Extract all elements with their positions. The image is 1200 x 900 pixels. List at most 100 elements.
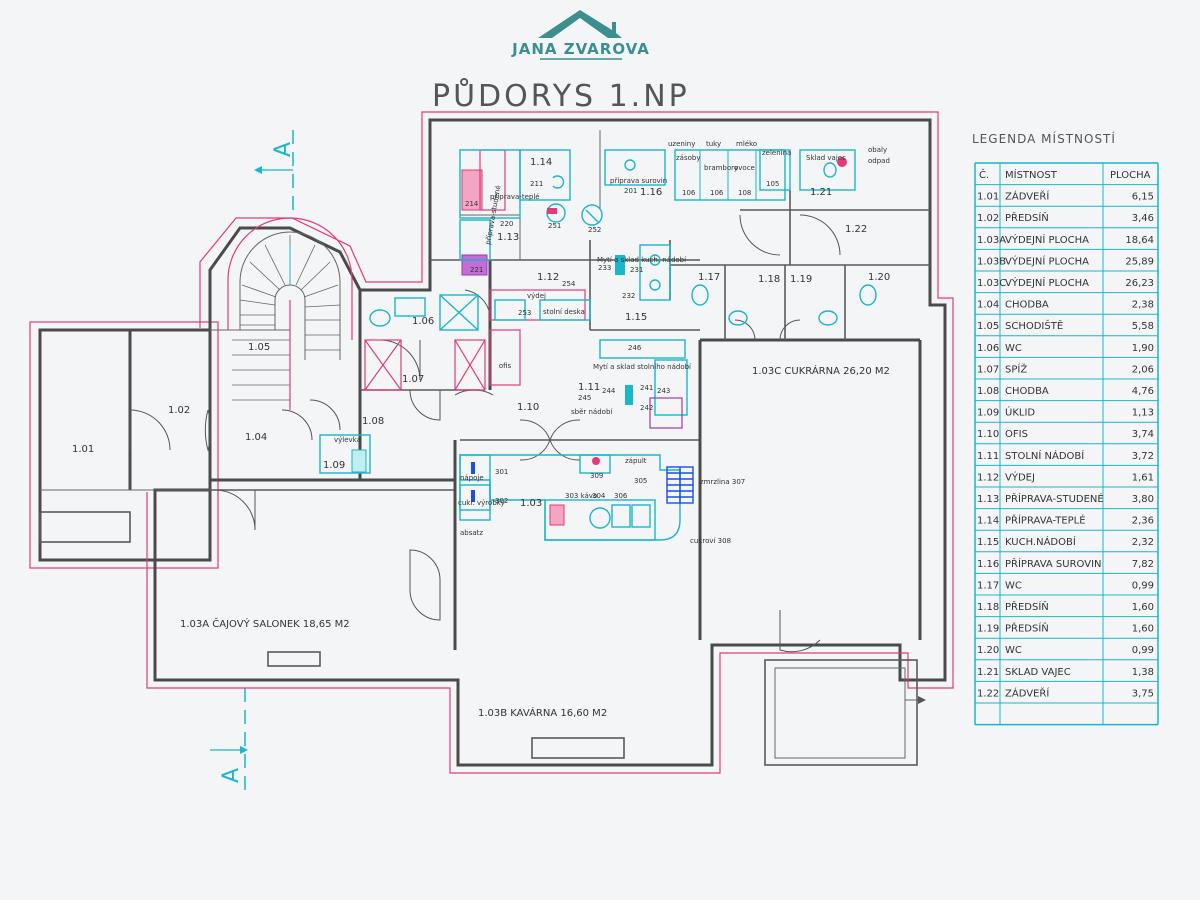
legend-cell-number: 1.05 <box>977 321 999 332</box>
legend-cell-area: 3,75 <box>1132 688 1154 699</box>
fixture-vylevka: výlevka <box>334 436 361 444</box>
legend-cell-area: 3,46 <box>1132 213 1154 224</box>
code-301: 301 <box>495 468 508 476</box>
legend-cell-area: 2,32 <box>1132 537 1154 548</box>
legend-cell-area: 1,60 <box>1132 602 1154 613</box>
legend-cell-room: PŘÍPRAVA-TEPLÉ <box>1005 514 1086 527</box>
legend-cell-number: 1.09 <box>977 408 999 419</box>
room-1-10: 1.10 <box>517 402 539 413</box>
legend-cell-area: 1,60 <box>1132 624 1154 635</box>
code-243: 243 <box>657 387 670 395</box>
kitchen-equipment <box>319 149 877 541</box>
legend-cell-room: WC <box>1005 343 1022 354</box>
legend-cell-area: 0,99 <box>1132 645 1154 656</box>
room-1-03a: 1.03A ČAJOVÝ SALONEK 18,65 M2 <box>180 617 350 630</box>
legend-cell-room: PŘÍPRAVA-STUDENÉ <box>1005 492 1104 505</box>
room-1-11: 1.11 <box>578 382 600 393</box>
legend-cell-room: KUCH.NÁDOBÍ <box>1005 535 1076 548</box>
legend-header-room: MÍSTNOST <box>1005 168 1058 181</box>
legend-cell-area: 25,89 <box>1125 256 1154 267</box>
fixture-priprava-surovin: příprava surovin <box>610 177 667 185</box>
legend-cell-number: 1.20 <box>977 645 999 656</box>
room-1-02: 1.02 <box>168 405 190 416</box>
legend-cell-number: 1.03B <box>977 256 1006 267</box>
room-1-01: 1.01 <box>72 444 94 455</box>
fixture-napoje: nápoje <box>460 474 484 482</box>
section-label-bottom: A <box>219 768 244 783</box>
room-1-20: 1.20 <box>868 272 890 283</box>
legend-cell-room: SKLAD VAJEC <box>1005 667 1071 678</box>
legend-cell-area: 0,99 <box>1132 580 1154 591</box>
room-1-03: 1.03 <box>520 498 542 509</box>
room-1-18: 1.18 <box>758 274 780 285</box>
legend-cell-number: 1.03A <box>977 235 1006 246</box>
code-252: 252 <box>588 226 601 234</box>
shelf-zasoby: zásoby <box>676 154 700 162</box>
staircase <box>227 217 353 410</box>
legend-cell-number: 1.22 <box>977 688 999 699</box>
code-231: 231 <box>630 266 643 274</box>
fixture-zapult: zápult <box>625 457 647 465</box>
legend-cell-area: 2,38 <box>1132 300 1154 311</box>
shelf-brambory: brambory <box>704 164 738 172</box>
fixture-odpad: odpad <box>868 157 890 165</box>
legend-cell-area: 3,72 <box>1132 451 1154 462</box>
legend-cell-area: 1,61 <box>1132 472 1154 483</box>
legend-cell-room: SCHODIŠTĚ <box>1005 319 1063 332</box>
legend-cell-room: VÝDEJNÍ PLOCHA <box>1005 254 1089 267</box>
code-245: 245 <box>578 394 591 402</box>
code-221: 221 <box>470 266 483 274</box>
shelf-ovoce: ovoce <box>734 164 755 172</box>
section-label-top: A <box>271 142 296 157</box>
legend-cell-room: ZÁDVEŘÍ <box>1005 190 1049 203</box>
legend-cell-room: PŘÍPRAVA SUROVIN <box>1005 557 1102 570</box>
room-1-15: 1.15 <box>625 312 647 323</box>
legend-cell-room: STOLNÍ NÁDOBÍ <box>1005 449 1084 462</box>
legend-cell-area: 3,80 <box>1132 494 1154 505</box>
room-1-03b: 1.03B KAVÁRNA 16,60 M2 <box>478 706 607 719</box>
fixture-cukrovi: cukroví 308 <box>690 537 731 545</box>
fixture-obaly: obaly <box>868 146 887 154</box>
legend-cell-room: VÝDEJNÍ PLOCHA <box>1005 233 1089 246</box>
legend-cell-room: ZÁDVEŘÍ <box>1005 686 1049 699</box>
room-1-22: 1.22 <box>845 224 867 235</box>
legend-cell-area: 2,06 <box>1132 364 1154 375</box>
shelf-tuky: tuky <box>706 140 721 148</box>
brand-logo: JANA ZVAROVA <box>511 10 649 60</box>
fixture-zmrzlina: zmrzlina 307 <box>700 478 745 486</box>
legend-cell-area: 18,64 <box>1125 235 1154 246</box>
legend-cell-room: SPÍŽ <box>1005 362 1027 375</box>
shelf-mleko: mléko <box>736 140 757 148</box>
ice-cream-freezer <box>666 466 694 504</box>
legend-cell-number: 1.15 <box>977 537 999 548</box>
legend-title: LEGENDA MÍSTNOSTÍ <box>972 131 1116 146</box>
room-1-16: 1.16 <box>640 187 662 198</box>
room-1-17: 1.17 <box>698 272 720 283</box>
fixture-absatz: absatz <box>460 529 483 537</box>
legend-cell-room: CHODBA <box>1005 300 1049 311</box>
fixture-myti-kuch: Mytí a sklad kuch. nádobí <box>597 256 687 264</box>
code-305: 305 <box>634 477 647 485</box>
legend-cell-area: 6,15 <box>1132 192 1154 203</box>
code-220: 220 <box>500 220 513 228</box>
legend-cell-number: 1.17 <box>977 580 999 591</box>
legend-cell-room: PŘEDSÍŇ <box>1005 600 1049 613</box>
fixture-ofis: ofis <box>499 362 512 370</box>
code-254: 254 <box>562 280 576 288</box>
section-mark-top: A <box>254 130 296 215</box>
code-241: 241 <box>640 384 653 392</box>
legend-cell-room: VÝDEJ <box>1005 470 1035 483</box>
room-1-08: 1.08 <box>362 416 384 427</box>
fixture-labels: výlevka nápoje cukr. výrobky absatz zápu… <box>334 140 890 545</box>
fixture-sklad-vajec: Sklad vajec <box>806 154 846 162</box>
section-mark-bottom: A <box>210 688 248 790</box>
legend-cell-room: ÚKLID <box>1005 406 1035 419</box>
legend-cell-room: VÝDEJNÍ PLOCHA <box>1005 276 1089 289</box>
legend-cell-number: 1.14 <box>977 516 999 527</box>
legend-cell-area: 4,76 <box>1132 386 1154 397</box>
code-244: 244 <box>602 387 616 395</box>
code-201: 201 <box>624 187 637 195</box>
